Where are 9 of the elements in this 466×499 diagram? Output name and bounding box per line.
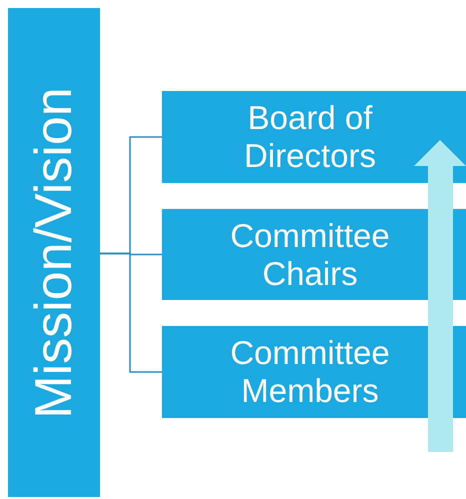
hierarchy-box: [162, 91, 466, 183]
node-label: Board of Directors: [242, 99, 378, 175]
hierarchy-box: [162, 326, 466, 418]
vertical-band: [8, 8, 100, 497]
node-label: Committee Chairs: [229, 216, 391, 292]
hierarchy-box: [162, 209, 466, 300]
node-label: Committee Members: [229, 334, 391, 410]
connector-line: [100, 252, 162, 373]
node-label: Mission/Vision: [24, 86, 84, 418]
